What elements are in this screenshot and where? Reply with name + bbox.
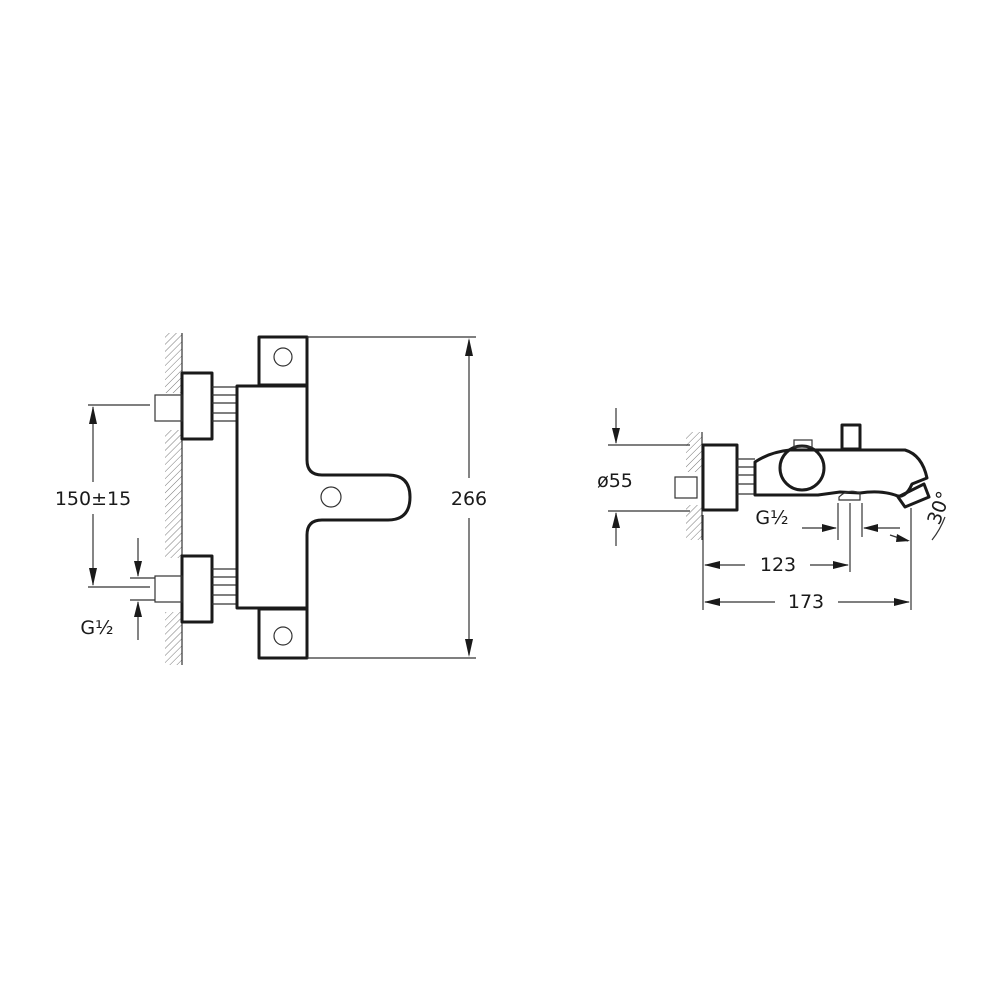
temperature-knob (778, 444, 826, 492)
mixer-body (235, 384, 412, 610)
height-dimension: 266 (307, 336, 487, 659)
top-bracket (257, 335, 309, 387)
lever-hole (320, 486, 342, 508)
top-bracket-hole (273, 347, 293, 367)
bottom-bracket-hole (273, 626, 293, 646)
side-view: ø55 G½ 123 173 (597, 408, 955, 613)
thread-dimension-front: G½ (80, 538, 155, 640)
inlet-spacing-label: 150±15 (55, 488, 131, 510)
outlet-nozzle (838, 490, 861, 501)
bottom-bracket (257, 607, 309, 660)
diameter-label: ø55 (597, 470, 633, 492)
wall-hatch (165, 333, 183, 665)
top-inlet-stub (154, 394, 183, 422)
inlet-spacing-dimension: 150±15 (55, 404, 150, 588)
thread-label-front: G½ (80, 617, 113, 639)
top-inlet-flange (180, 371, 214, 441)
outlet-distance-dimension: 123 (702, 515, 849, 610)
wall-hatch-side (686, 432, 703, 540)
spout-tip (896, 482, 931, 509)
bottom-connector (212, 568, 237, 605)
diameter-dimension: ø55 (597, 408, 690, 546)
height-label: 266 (451, 488, 487, 510)
side-connector (737, 458, 755, 495)
diverter-button (840, 423, 862, 451)
depth-label: 173 (788, 591, 824, 613)
side-inlet-stub (674, 476, 698, 499)
front-view: 266 150±15 G½ (55, 333, 487, 665)
bottom-inlet-flange (180, 554, 214, 624)
knob-cap (793, 439, 813, 448)
side-flange (701, 443, 739, 512)
bottom-inlet-stub (154, 575, 183, 603)
top-connector (212, 386, 237, 422)
thread-label-side: G½ (755, 507, 788, 529)
outlet-distance-label: 123 (760, 554, 796, 576)
thread-dimension-side: G½ (755, 503, 900, 572)
depth-dimension: 173 (704, 508, 912, 613)
